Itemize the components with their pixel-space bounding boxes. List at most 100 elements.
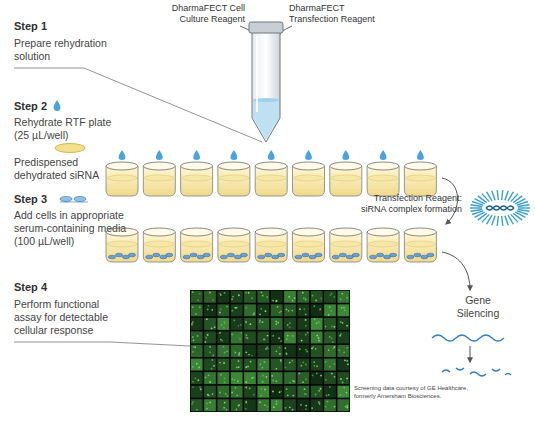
assay-signal [315,348,317,350]
assay-signal [276,401,278,403]
plate-well [255,162,287,196]
assay-signal [313,365,315,367]
assay-signal [312,375,314,377]
plate-well [404,228,436,262]
assay-well [337,331,349,343]
assay-signal [238,404,240,406]
well-rim [181,162,213,170]
assay-well [244,318,256,330]
assay-well [311,399,323,411]
assay-signal [272,391,274,393]
assay-signal [262,367,264,369]
cell [295,255,302,259]
liquid-surface [182,175,212,181]
assay-signal [287,335,289,337]
assay-signal [199,293,201,295]
assay-signal [206,403,208,405]
assay-signal [299,308,301,310]
assay-signal [265,376,267,378]
assay-well [284,386,296,398]
liquid-surface [405,241,435,247]
assay-well [271,359,283,371]
cell [108,255,115,259]
assay-signal [237,325,239,327]
assay-signal [342,382,344,384]
assay-signal [286,353,288,355]
assay-signal [285,352,287,354]
leader-line [14,342,190,346]
assay-signal [314,318,316,320]
tube-highlight [256,36,258,112]
assay-signal [267,335,269,337]
assay-signal [245,351,247,353]
plate-well [255,228,287,262]
assay-signal [238,360,240,362]
liquid-surface [219,175,249,181]
assay-signal [334,376,336,378]
assay-signal [209,292,211,294]
assay-signal [192,291,194,293]
assay-signal [262,321,264,323]
assay-signal [197,335,199,337]
assay-signal [224,352,226,354]
assay-signal [253,377,255,379]
assay-signal [248,292,250,294]
assay-well [204,318,216,330]
assay-signal [231,392,233,394]
assay-signal [331,326,333,328]
assay-signal [245,307,247,309]
assay-well [191,304,203,316]
assay-signal [346,325,348,327]
assay-signal [193,346,195,348]
assay-well [231,386,243,398]
assay-signal [224,322,226,324]
assay-signal [266,296,268,298]
assay-signal [259,401,261,403]
assay-well [204,331,216,343]
assay-signal [291,360,293,362]
assay-signal [346,407,348,409]
assay-signal [292,300,294,302]
liquid-surface [144,175,174,181]
assay-well [217,331,229,343]
assay-signal [291,310,293,312]
assay-well [257,318,269,330]
assay-signal [238,405,240,407]
well-rim [404,228,436,236]
assay-well [337,399,349,411]
assay-signal [280,340,282,342]
assay-signal [288,310,290,312]
assay-signal [249,323,251,325]
assay-signal [220,339,222,341]
assay-signal [346,297,348,299]
assay-signal [277,306,279,308]
assay-signal [232,296,234,298]
assay-signal [223,362,225,364]
assay-signal [192,401,194,403]
assay-signal [273,406,275,408]
assay-signal [272,335,274,337]
liquid-surface [107,241,137,247]
assay-signal [292,409,294,411]
assay-signal [250,361,252,363]
assay-well [297,372,309,384]
assay-well [311,318,323,330]
assay-signal [275,323,277,325]
well-body [330,166,362,196]
assay-well [217,318,229,330]
assay-signal [302,292,304,294]
assay-well [297,304,309,316]
assay-well [217,372,229,384]
assay-well [204,345,216,357]
assay-well [257,372,269,384]
mrna-strand [432,335,504,341]
reagent-lipid [497,216,498,226]
assay-signal [191,324,193,326]
assay-well [191,318,203,330]
assay-well [217,359,229,371]
assay-signal [275,350,277,352]
assay-well [191,386,203,398]
assay-well [324,291,336,303]
assay-signal [253,394,255,396]
